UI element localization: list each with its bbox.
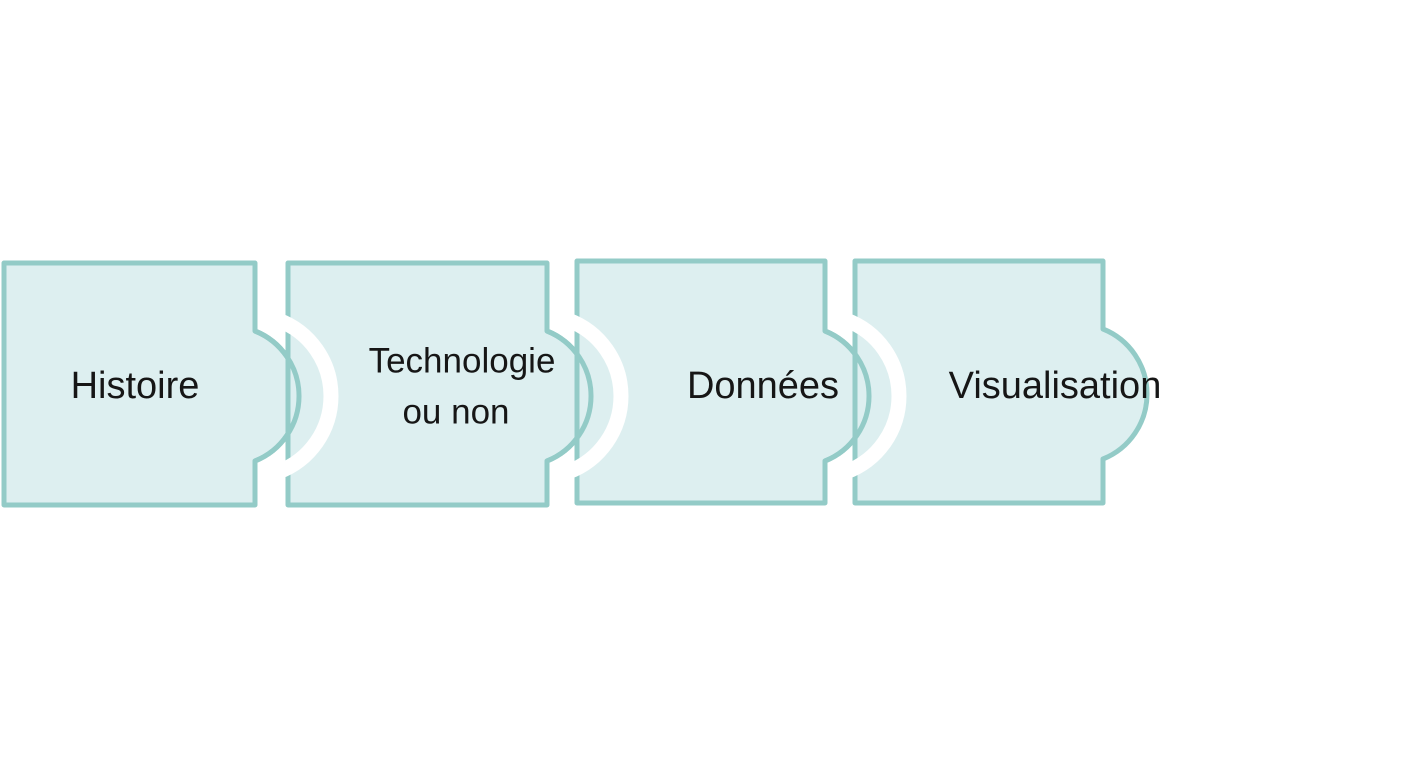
puzzle-piece-3-gap — [565, 312, 629, 480]
puzzle-piece-4-label: Visualisation — [949, 365, 1162, 407]
puzzle-piece-4-gap — [843, 312, 907, 480]
puzzle-piece-2-socket — [254, 328, 302, 464]
puzzle-piece-4-socket — [824, 328, 872, 464]
puzzle-piece-4-shape — [852, 258, 1150, 506]
puzzle-piece-2-label-line1: Technologie — [369, 341, 556, 380]
puzzle-piece-technologie: Technologie ou non — [254, 260, 594, 508]
puzzle-piece-visualisation: Visualisation — [824, 258, 1162, 506]
puzzle-piece-3-label: Données — [687, 365, 839, 407]
puzzle-piece-2-gap — [275, 312, 339, 480]
puzzle-piece-1-label: Histoire — [71, 365, 200, 407]
puzzle-piece-donnees: Données — [546, 258, 872, 506]
puzzle-piece-histoire: Histoire — [1, 260, 302, 508]
puzzle-piece-2-label-line2: ou non — [402, 392, 509, 431]
puzzle-piece-3-socket — [546, 328, 594, 464]
